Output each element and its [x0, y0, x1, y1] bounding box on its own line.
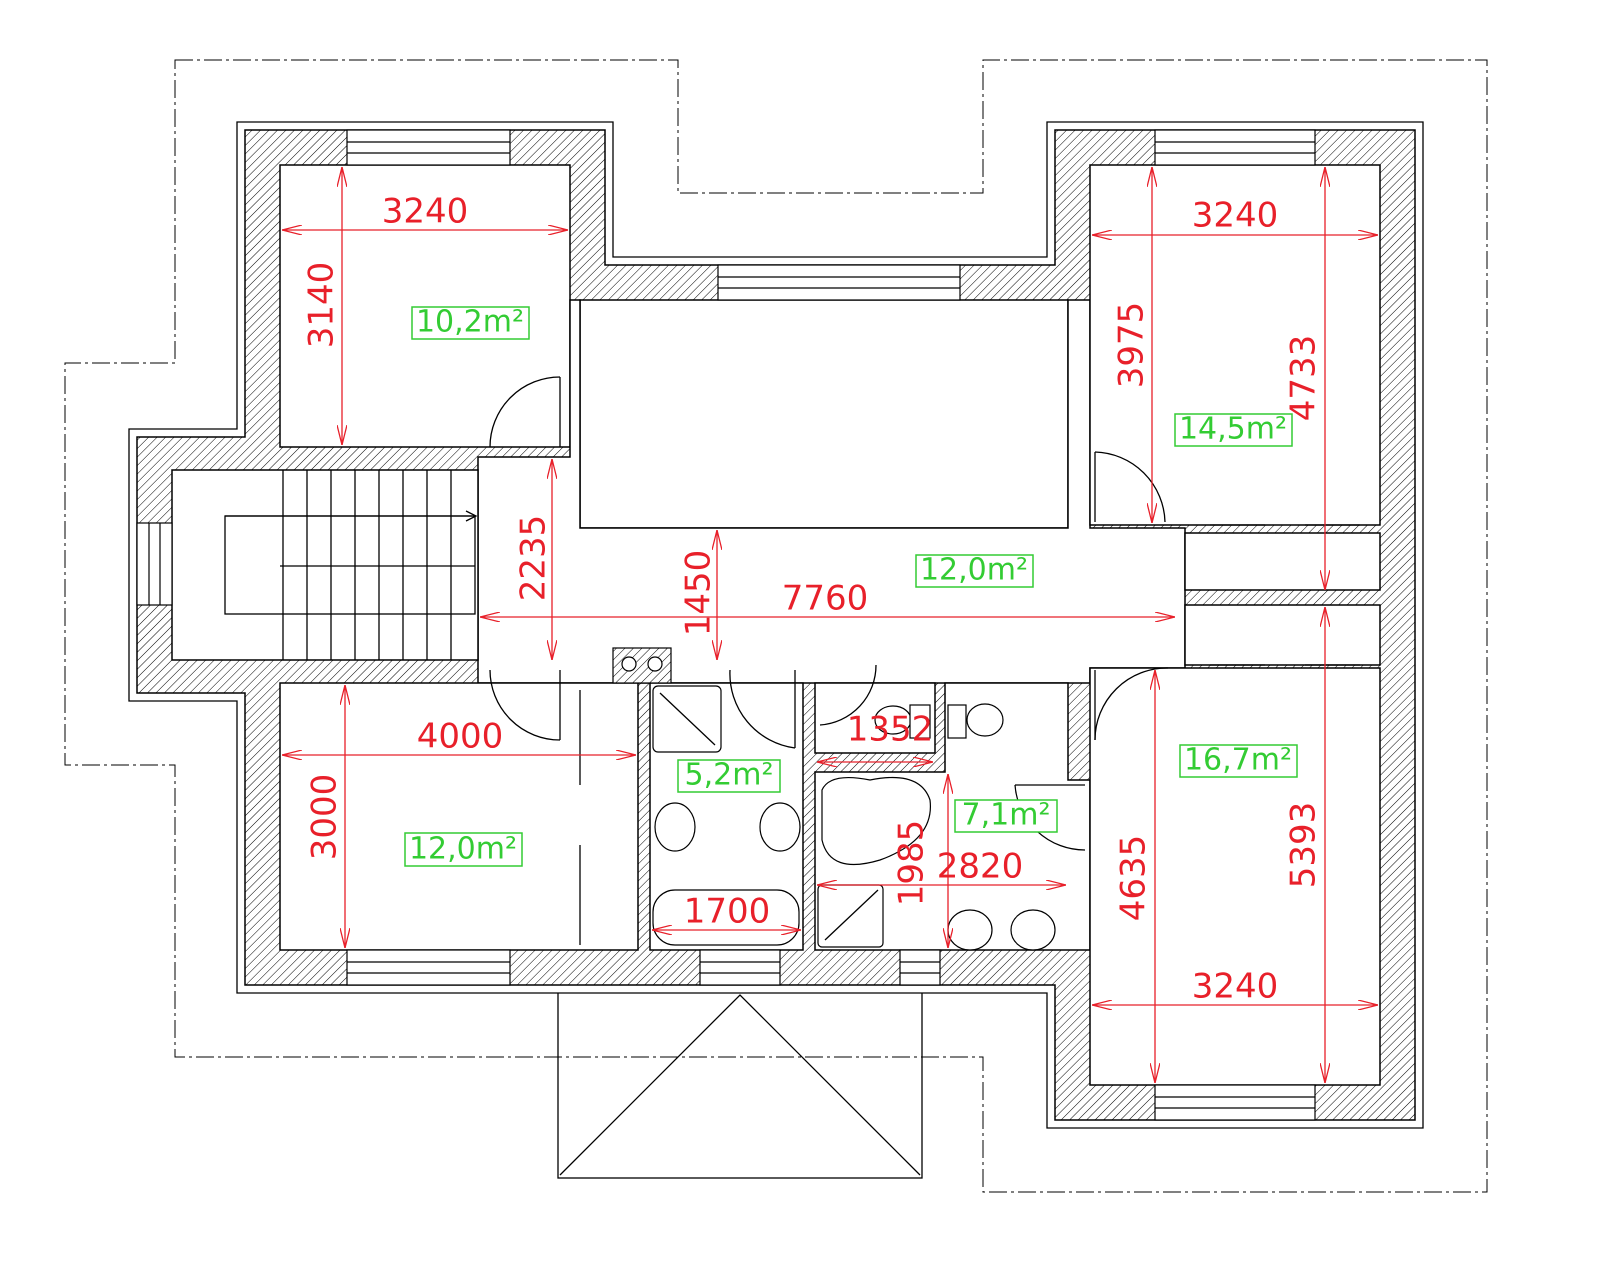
- area-label-bottom-left: 12,0m²: [404, 832, 523, 867]
- dim-bl-width: 4000: [417, 717, 504, 757]
- dim-tub-length: 1700: [684, 892, 771, 932]
- dim-bl-height: 3000: [305, 774, 345, 861]
- area-text: 5,2m²: [685, 758, 774, 793]
- room-top-right: [1089, 164, 1381, 526]
- closet-1: [1184, 532, 1381, 591]
- room-bottom-right: [1089, 667, 1381, 1086]
- area-text: 10,2m²: [416, 305, 524, 340]
- roof-outline: [64, 59, 1488, 1193]
- area-label-bath-small: 5,2m²: [677, 758, 781, 793]
- toilet-icon: [966, 703, 1004, 737]
- area-label-hall: 12,0m²: [915, 553, 1034, 588]
- room-bottom-left: [279, 682, 639, 951]
- area-label-bath-large: 7,1m²: [954, 798, 1058, 833]
- dim-tl-width: 3240: [382, 192, 469, 232]
- dim-tr-full-height: 4733: [1284, 335, 1324, 422]
- dim-hall-height: 2235: [514, 515, 554, 602]
- windows: [136, 129, 1316, 1121]
- central-void: [579, 299, 1069, 529]
- area-label-bottom-right: 16,7m²: [1179, 743, 1298, 778]
- chimney: [612, 647, 672, 684]
- dim-br-height: 4635: [1114, 835, 1154, 922]
- dim-wc-width: 1352: [847, 710, 934, 750]
- stairs: [224, 470, 478, 660]
- fixtures: [652, 685, 1056, 951]
- sink-icon: [654, 802, 696, 852]
- doors: [489, 376, 1360, 945]
- area-text: 7,1m²: [962, 798, 1051, 833]
- room-top-left: [279, 164, 571, 448]
- area-text: 12,0m²: [920, 553, 1028, 588]
- corner-bath-icon: [821, 776, 931, 866]
- dim-hall-length: 7760: [782, 579, 869, 619]
- sink-icon: [947, 909, 993, 951]
- sink-icon: [759, 802, 801, 852]
- dim-br-width: 3240: [1192, 967, 1279, 1007]
- area-text: 12,0m²: [409, 832, 517, 867]
- porch-roof: [557, 984, 923, 1179]
- dimension-labels: 3240 3140 3240 3975 4733 2235 1450 7760 …: [302, 192, 1324, 1007]
- dim-bath-width: 2820: [937, 847, 1024, 887]
- closet-2: [1184, 604, 1381, 666]
- dim-br-full-height: 5393: [1284, 802, 1324, 889]
- area-label-top-left: 10,2m²: [411, 305, 530, 340]
- area-text: 16,7m²: [1184, 743, 1292, 778]
- dim-tr-width: 3240: [1192, 196, 1279, 236]
- sink-icon: [1010, 909, 1056, 951]
- dim-hall-narrow: 1450: [679, 550, 719, 637]
- dimension-lines: [282, 167, 1378, 1083]
- dim-bath-height: 1985: [892, 820, 932, 907]
- staircase: [171, 469, 479, 661]
- area-text: 14,5m²: [1179, 412, 1287, 447]
- dim-tr-height: 3975: [1112, 302, 1152, 389]
- dim-tl-height: 3140: [302, 262, 342, 349]
- area-label-top-right: 14,5m²: [1174, 412, 1293, 447]
